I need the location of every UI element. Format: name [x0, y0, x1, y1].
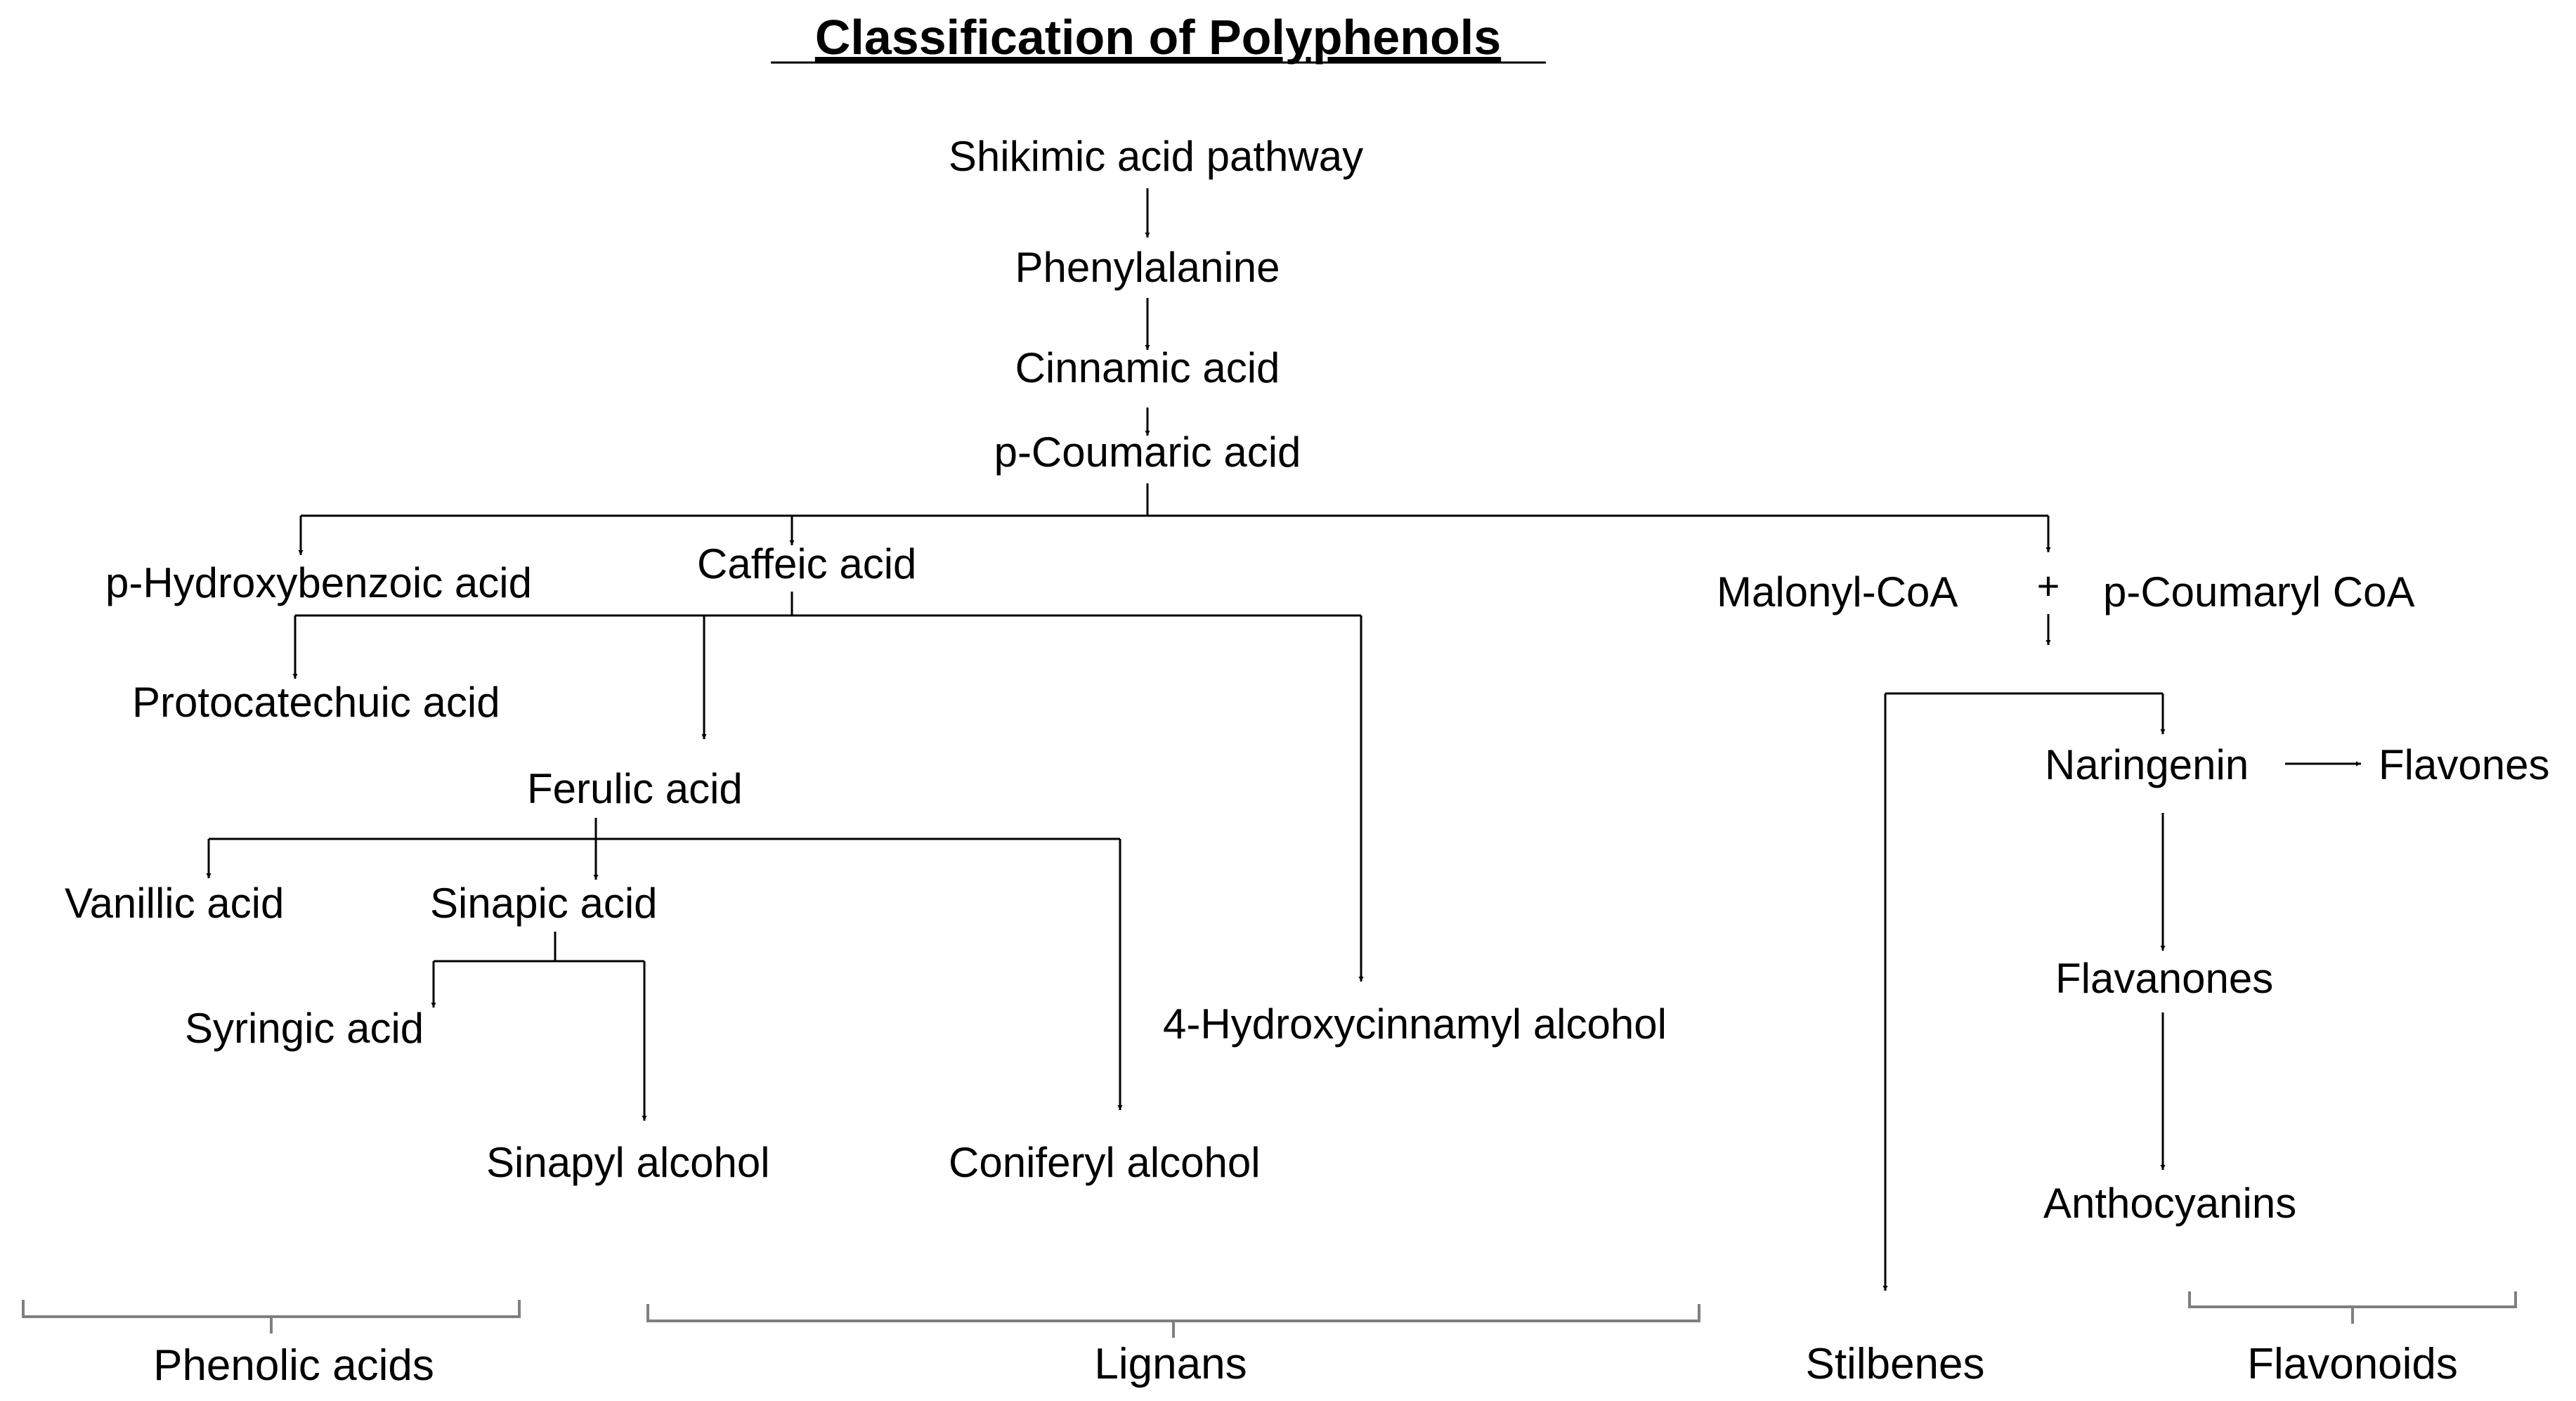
- group-label-lignans: Lignans: [1094, 1340, 1247, 1388]
- diagram-title: Classification of Polyphenols: [815, 10, 1501, 65]
- node-p-coumaric-acid: p-Coumaric acid: [994, 429, 1301, 476]
- node-caffeic-acid: Caffeic acid: [697, 540, 916, 587]
- node-4-hydroxycinnamyl-alcohol: 4-Hydroxycinnamyl alcohol: [1163, 1001, 1667, 1048]
- node-sinapic-acid: Sinapic acid: [430, 880, 658, 927]
- node-protocatechuic-acid: Protocatechuic acid: [132, 679, 500, 726]
- group-label-flavonoids: Flavonoids: [2247, 1340, 2458, 1388]
- node-vanillic-acid: Vanillic acid: [65, 880, 284, 927]
- node-coniferyl-alcohol: Coniferyl alcohol: [949, 1139, 1261, 1186]
- node-malonyl-coa: Malonyl-CoA: [1717, 568, 1958, 615]
- node-naringenin: Naringenin: [2045, 741, 2249, 788]
- group-label-phenolic-acids: Phenolic acids: [153, 1341, 434, 1390]
- brace-phenolic-acids: [22, 1300, 521, 1334]
- node-anthocyanins: Anthocyanins: [2043, 1180, 2296, 1227]
- brace-flavonoids: [2188, 1291, 2517, 1324]
- node-flavanones: Flavanones: [2055, 955, 2273, 1002]
- node-phenylalanine: Phenylalanine: [1015, 244, 1280, 291]
- plus-sign: +: [2037, 563, 2060, 608]
- node-p-hydroxybenzoic-acid: p-Hydroxybenzoic acid: [105, 559, 532, 606]
- brace-lignans: [646, 1304, 1700, 1338]
- node-flavones: Flavones: [2379, 741, 2549, 788]
- node-shikimic-acid-pathway: Shikimic acid pathway: [949, 133, 1363, 180]
- node-syringic-acid: Syringic acid: [185, 1005, 424, 1052]
- group-label-stilbenes: Stilbenes: [1805, 1340, 1984, 1388]
- node-ferulic-acid: Ferulic acid: [527, 765, 743, 812]
- node-p-coumaryl-coa: p-Coumaryl CoA: [2103, 568, 2414, 615]
- node-sinapyl-alcohol: Sinapyl alcohol: [486, 1139, 770, 1186]
- node-cinnamic-acid: Cinnamic acid: [1015, 344, 1280, 391]
